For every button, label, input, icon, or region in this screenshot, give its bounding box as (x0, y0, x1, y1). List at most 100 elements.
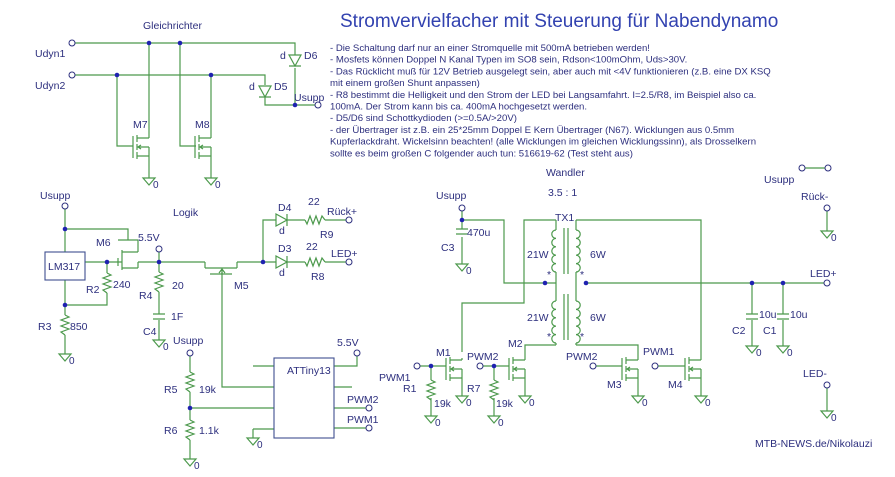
mosfet-icon (621, 357, 639, 381)
resistor-icon (425, 379, 437, 401)
terminal[interactable] (68, 71, 76, 79)
r6-value: 1.1k (199, 425, 220, 437)
terminal[interactable] (651, 362, 659, 370)
terminal[interactable] (345, 216, 353, 224)
diode-icon (275, 212, 289, 228)
terminal[interactable] (589, 362, 597, 370)
terminal[interactable] (823, 381, 831, 389)
resistor-icon (101, 272, 113, 294)
resistor-icon (184, 371, 196, 393)
r8-value: 22 (306, 241, 318, 253)
r8-label: R8 (311, 271, 325, 283)
ground-icon (245, 436, 261, 446)
junction-dot (459, 217, 465, 223)
d4-label: D4 (278, 202, 292, 214)
note-line: - Das Rücklicht muß für 12V Betrieb ausg… (330, 66, 771, 77)
terminal[interactable] (68, 39, 76, 47)
terminal[interactable] (458, 204, 466, 212)
terminal[interactable] (476, 362, 484, 370)
diode-icon (287, 54, 303, 68)
junction-dot (292, 102, 298, 108)
diode-icon (275, 254, 289, 270)
terminal[interactable] (798, 164, 806, 172)
ground-icon (141, 176, 157, 186)
note-line: - R8 bestimmt die Helligkeit und den Str… (330, 90, 756, 101)
ground-icon (819, 229, 835, 239)
section-logic: Logik (173, 207, 199, 219)
capacitor-icon (746, 313, 758, 320)
ground-icon (744, 344, 760, 354)
terminal[interactable] (823, 279, 831, 287)
winding-6w-lower: 6W (590, 312, 606, 324)
resistor-icon (59, 314, 71, 336)
terminal[interactable] (186, 349, 194, 357)
tx1-label: TX1 (555, 212, 574, 224)
terminal[interactable] (824, 164, 832, 172)
ground-icon (454, 262, 470, 272)
r4-label: R4 (139, 290, 153, 302)
led-plus-label: LED+ (810, 268, 837, 280)
mosfet-icon (132, 135, 150, 159)
resistor-icon (153, 271, 165, 293)
notes-block: - Die Schaltung darf nur an einer Stromq… (330, 43, 771, 159)
r1-value: 19k (434, 398, 452, 410)
junction-dot (114, 72, 120, 78)
ground-label: 0 (831, 413, 837, 424)
usupp2-label: Usupp (173, 335, 204, 347)
ground-label: 0 (787, 348, 793, 359)
pwm2-in-label-2: PWM2 (566, 351, 598, 363)
junction-dot (62, 302, 68, 308)
junction-dot (542, 280, 548, 286)
r9-value: 22 (308, 196, 320, 208)
led-plus-logic-label: LED+ (331, 248, 358, 260)
terminal[interactable] (314, 101, 322, 109)
ground-label: 0 (705, 398, 711, 409)
section-rectifier: Gleichrichter (143, 20, 202, 32)
capacitor-icon (456, 228, 468, 235)
schematic-title: Stromvervielfacher mit Steuerung für Nab… (340, 11, 778, 32)
r1-label: R1 (403, 383, 417, 395)
r7-value: 19k (496, 398, 514, 410)
r2-label: R2 (86, 284, 100, 296)
mosfet-icon (684, 357, 702, 381)
terminal[interactable] (365, 424, 373, 432)
ground-label: 0 (153, 180, 159, 191)
terminal[interactable] (61, 202, 69, 210)
terminal[interactable] (345, 258, 353, 266)
attiny13-box (273, 357, 335, 439)
c4-label: C4 (143, 326, 157, 338)
m5-label: M5 (234, 280, 249, 292)
r7-label: R7 (467, 383, 481, 395)
winding-6w-upper: 6W (590, 249, 606, 261)
terminal[interactable] (353, 349, 361, 357)
ground-label: 0 (194, 461, 200, 472)
mosfet-icon (204, 262, 238, 275)
c3-label: C3 (441, 242, 455, 254)
junction-dot (583, 280, 589, 286)
junction-dot (491, 363, 497, 369)
transformer-coil-icon (551, 229, 557, 273)
note-line: - Mosfets können Doppel N Kanal Typen im… (330, 55, 687, 66)
ground-label: 0 (466, 398, 472, 409)
terminal[interactable] (413, 362, 421, 370)
junction-dot (208, 72, 214, 78)
ground-label: 0 (498, 418, 504, 429)
d3-type: d (279, 267, 285, 279)
terminal[interactable] (823, 204, 831, 212)
note-line: - Die Schaltung darf nur an einer Stromq… (330, 43, 650, 54)
diode-icon (257, 85, 273, 99)
ground-icon (454, 394, 470, 404)
m7-label: M7 (133, 119, 148, 131)
output-usupp-label: Usupp (764, 174, 795, 186)
ground-label: 0 (69, 356, 75, 367)
mosfet-icon (508, 357, 526, 381)
junction-dot (428, 363, 434, 369)
terminal[interactable] (365, 404, 373, 412)
note-line: sollte es beim großen C folgender auch t… (330, 148, 633, 159)
r3-label: R3 (38, 321, 52, 333)
m4-label: M4 (668, 379, 683, 391)
pwm2-out-label: PWM2 (347, 394, 379, 406)
terminal[interactable] (155, 245, 163, 253)
